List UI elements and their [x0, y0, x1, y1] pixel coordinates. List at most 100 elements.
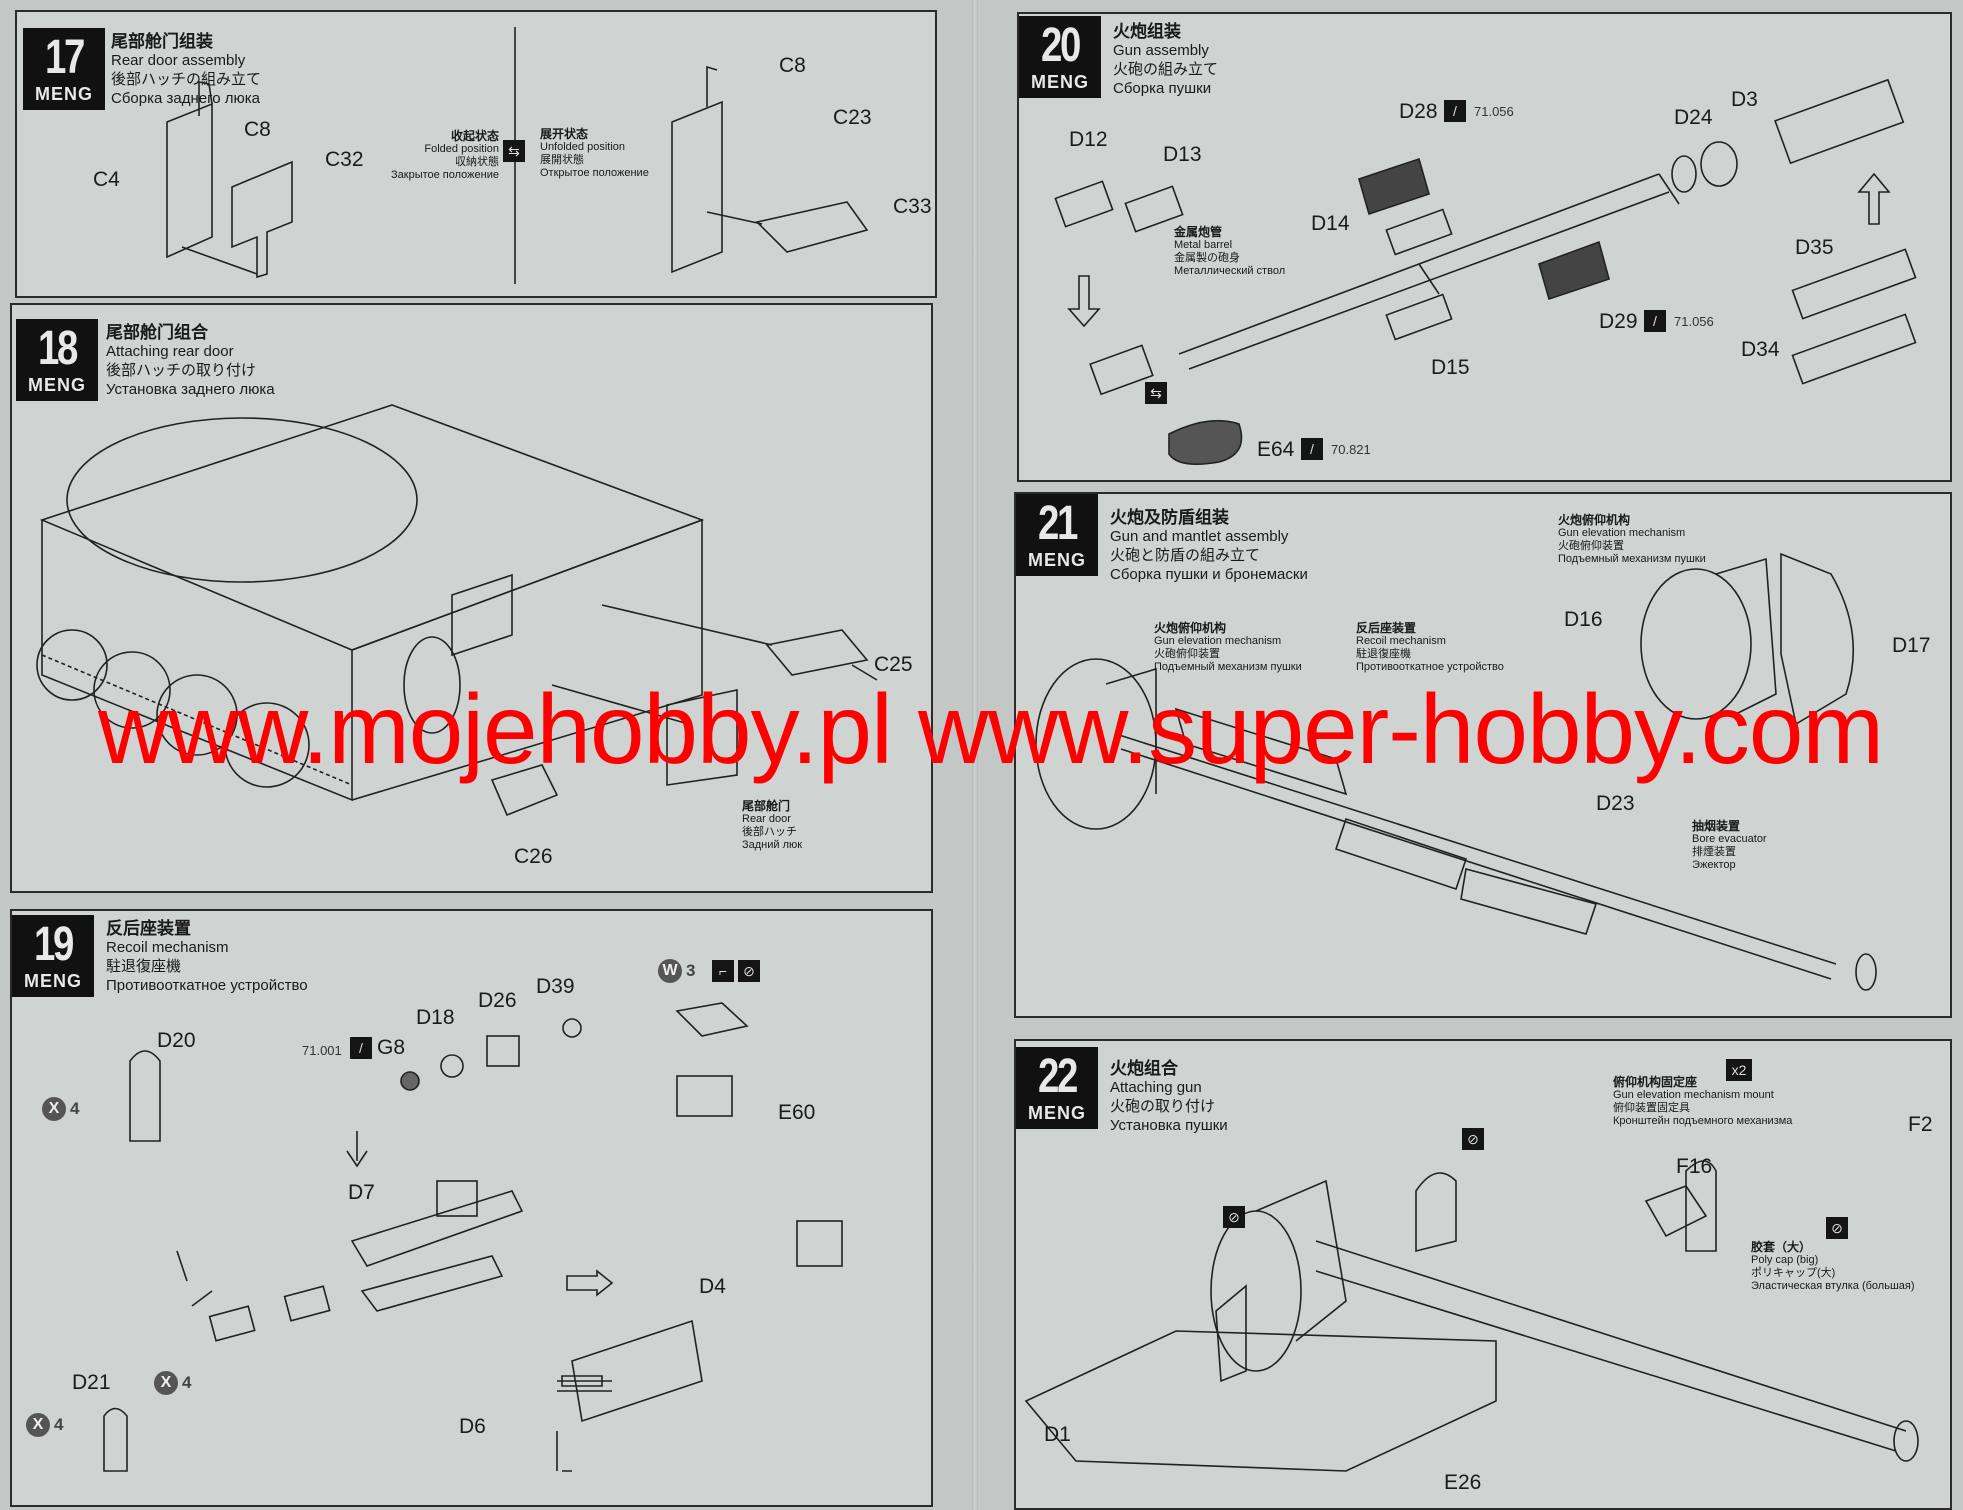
paint-brush-icon: / [1644, 310, 1666, 332]
part-label-c25: C25 [874, 653, 913, 676]
part-label-f2: F2 [1908, 1113, 1933, 1136]
title-jp: 後部ハッチの取り付け [106, 362, 257, 379]
meng-logo: MENG [1031, 72, 1089, 92]
quantity-icon: X [154, 1371, 178, 1395]
quantity-icon: X [26, 1413, 50, 1437]
part-label-d26: D26 [478, 989, 517, 1012]
part-label-d16: D16 [1564, 608, 1603, 631]
part-label-e60: E60 [778, 1101, 816, 1124]
part-label-d29: D29 [1599, 310, 1638, 333]
part-label-d18: D18 [416, 1006, 455, 1029]
note-ru: Металлический ствол [1174, 265, 1286, 277]
booklet-spine [972, 0, 978, 1510]
poly-cap-note: 胶套（大） Poly cap (big) ポリキャップ(大) Эластичес… [1751, 1241, 1915, 1293]
meng-logo: MENG [1028, 550, 1086, 570]
note-cn: 反后座装置 [1356, 621, 1417, 635]
note-jp: 火砲俯仰装置 [1558, 540, 1624, 552]
note-en: Gun elevation mechanism [1154, 635, 1282, 647]
note-jp: 展開状態 [540, 154, 584, 166]
part-label-c4: C4 [93, 168, 120, 191]
recoil-mechanism-note: 反后座装置 Recoil mechanism 駐退復座機 Противоотка… [1356, 622, 1504, 674]
gun-elevation-note-top: 火炮俯仰机构 Gun elevation mechanism 火砲俯仰装置 По… [1558, 514, 1706, 566]
title-ru: Сборка заднего люка [111, 90, 260, 107]
hull-drawing [36, 404, 878, 817]
title-en: Rear door assembly [111, 52, 246, 69]
mount-note: 俯仰机构固定座 Gun elevation mechanism mount 俯仰… [1613, 1076, 1792, 1128]
note-en: Recoil mechanism [1356, 635, 1446, 647]
bore-evacuator-note: 抽烟装置 Bore evacuator 排煙装置 Эжектор [1692, 820, 1767, 872]
part-label-c8: C8 [244, 118, 271, 141]
step-title: 反后座装置 Recoil mechanism 駐退復座機 Противоотка… [106, 919, 308, 995]
step-number: 18 [38, 322, 78, 375]
note-ru: Эжектор [1692, 859, 1736, 871]
title-ru: Противооткатное устройство [106, 977, 308, 994]
title-ru: Установка заднего люка [106, 381, 275, 398]
quantity-badge: x2 [1726, 1059, 1752, 1081]
no-glue-icon: ⊘ [738, 960, 760, 982]
gun-mantlet-drawing [1035, 552, 1877, 991]
note-jp: 駐退復座機 [1356, 648, 1411, 660]
part-label-d1: D1 [1044, 1423, 1071, 1446]
part-label-d12: D12 [1069, 128, 1108, 151]
quantity-count: 4 [182, 1373, 192, 1392]
decal-sheet-icon: W [658, 959, 682, 983]
note-ru: Кронштейн подъемного механизма [1613, 1115, 1793, 1127]
step-number: 22 [1038, 1050, 1078, 1103]
quantity-count: 4 [54, 1415, 64, 1434]
title-en: Attaching rear door [106, 343, 234, 360]
folded-position-note: 收起状态 Folded position 収納状態 Закрытое полож… [391, 130, 499, 182]
no-glue-icon: ⊘ [1223, 1206, 1245, 1228]
step-number: 21 [1038, 497, 1078, 550]
part-label-d7: D7 [348, 1181, 375, 1204]
note-jp: 収納状態 [455, 156, 499, 168]
part-label-d21: D21 [72, 1371, 111, 1394]
metal-barrel-note: 金属炮管 Metal barrel 金属製の砲身 Металлический с… [1174, 226, 1285, 278]
gun-elevation-note: 火炮俯仰机构 Gun elevation mechanism 火砲俯仰装置 По… [1154, 622, 1302, 674]
recoil-mechanism-drawing [103, 1002, 843, 1472]
note-cn: 胶套（大） [1751, 1240, 1812, 1254]
note-ru: Задний люк [742, 839, 803, 851]
part-label-d35: D35 [1795, 236, 1834, 259]
part-label-d20: D20 [157, 1029, 196, 1052]
step-number: 20 [1041, 19, 1081, 72]
water-slide-decal-icon: ⌐ [712, 960, 734, 982]
note-ru: Закрытое положение [391, 169, 499, 181]
title-cn: 尾部舱门组装 [111, 32, 213, 51]
title-ru: Сборка пушки и бронемаски [1110, 566, 1308, 583]
no-glue-icon: ⊘ [1462, 1128, 1484, 1150]
part-label-d4: D4 [699, 1275, 726, 1298]
note-en: Folded position [424, 143, 499, 155]
note-cn: 收起状态 [450, 129, 499, 143]
quantity-icon: X [42, 1097, 66, 1121]
step-number: 17 [45, 31, 85, 84]
swap-position-icon: ⇆ [503, 140, 525, 162]
title-cn: 反后座装置 [106, 919, 191, 938]
note-jp: 俯仰装置固定具 [1613, 1102, 1690, 1114]
title-en: Recoil mechanism [106, 939, 229, 956]
note-ru: Подъемный механизм пушки [1154, 661, 1302, 673]
title-ru: Установка пушки [1110, 1117, 1228, 1134]
note-ru: Противооткатное устройство [1356, 661, 1504, 673]
unfolded-position-note: 展开状态 Unfolded position 展開状態 Открытое пол… [540, 128, 649, 180]
part-label-c33: C33 [893, 195, 932, 218]
title-cn: 尾部舱门组合 [106, 323, 208, 342]
part-label-c26: C26 [514, 845, 553, 868]
part-label-c8: C8 [779, 54, 806, 77]
note-jp: 火砲俯仰装置 [1154, 648, 1220, 660]
part-label-e64: E64 [1257, 438, 1295, 461]
note-en: Gun elevation mechanism mount [1613, 1089, 1774, 1101]
note-ru: Открытое положение [540, 167, 649, 179]
meng-logo: MENG [24, 971, 82, 991]
title-jp: 火砲の取り付け [1110, 1098, 1216, 1115]
title-jp: 後部ハッチの組み立て [111, 71, 262, 88]
part-label-c23: C23 [833, 106, 872, 129]
note-cn: 金属炮管 [1174, 225, 1223, 239]
